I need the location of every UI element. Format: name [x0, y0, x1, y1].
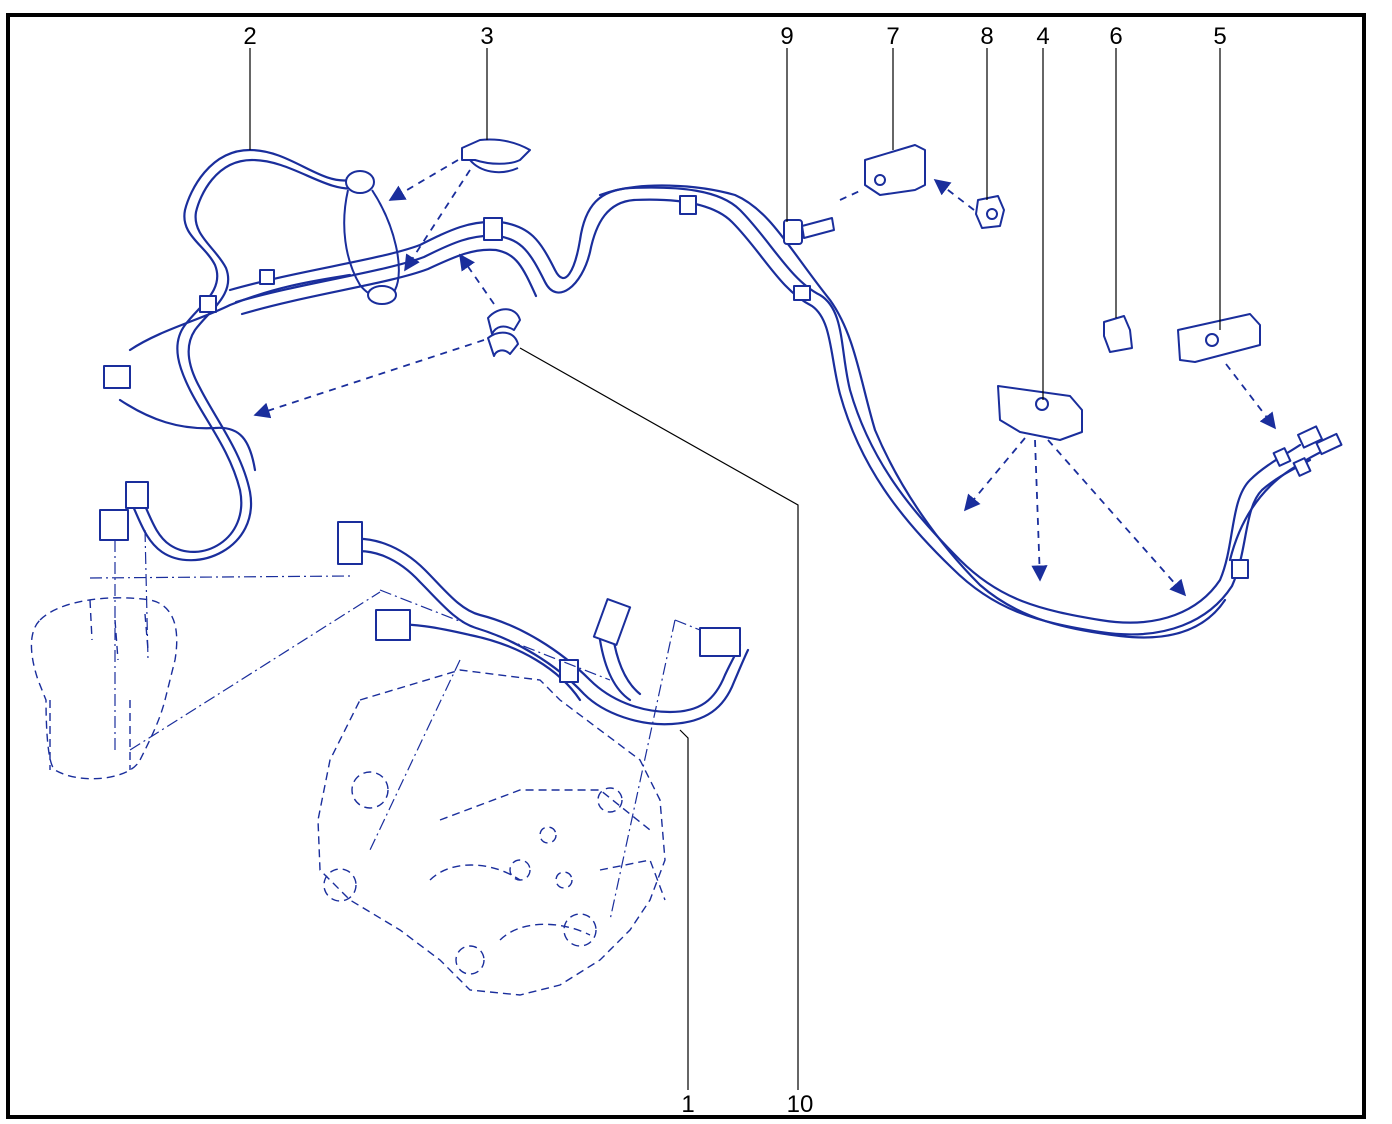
pipe-2-clip — [103, 365, 131, 389]
pipe-1-end-d — [592, 598, 632, 646]
callout-1: 1 — [681, 1091, 694, 1118]
pipe-end-connectors — [1272, 425, 1343, 477]
injection-pump-phantom — [317, 589, 701, 996]
callout-8: 8 — [980, 23, 993, 50]
callout-6: 6 — [1109, 23, 1122, 50]
callout-labels: 1 2 3 4 5 6 7 8 9 10 — [243, 23, 1226, 1118]
callout-9: 9 — [780, 23, 793, 50]
leader-1 — [679, 729, 689, 1090]
pipe-10-joint-e — [259, 269, 275, 285]
callout-4: 4 — [1036, 23, 1049, 50]
fuel-filter-phantom — [30, 481, 381, 780]
pipe-10-joint-c — [793, 285, 811, 301]
callout-7: 7 — [886, 23, 899, 50]
callout-10: 10 — [787, 1091, 814, 1118]
leader-lines — [249, 48, 1221, 1090]
diagram-frame — [6, 13, 1366, 1119]
filter-union — [343, 170, 400, 305]
part-4-clip — [997, 385, 1083, 441]
pipe-1-clip — [559, 659, 579, 683]
callout-5: 5 — [1213, 23, 1226, 50]
pipe-10-joint-b — [679, 195, 697, 215]
pipe-1-end-a — [337, 521, 363, 565]
pipe-2 — [103, 148, 358, 562]
part-6-clip — [1103, 315, 1133, 353]
part-7-bracket — [864, 144, 926, 196]
assembly-arrows — [253, 159, 1276, 597]
pipe-10-joint-d — [1231, 559, 1249, 579]
part-8-nut — [975, 195, 1005, 229]
pipe-10 — [118, 184, 1337, 639]
filter-inlet-fitting — [125, 481, 149, 509]
callout-3: 3 — [480, 23, 493, 50]
part-10-clip — [487, 308, 521, 357]
leader-10 — [519, 347, 799, 1090]
callout-2: 2 — [243, 23, 256, 50]
pipe-1-end-b — [375, 609, 411, 641]
filter-outlet-fitting — [99, 509, 129, 541]
part-3-clip — [461, 138, 531, 174]
pipe-10-joint-a — [483, 217, 503, 241]
pipe-1-end-c — [699, 627, 741, 657]
part-5-clip — [1177, 313, 1261, 363]
pipe-10-joint-f — [199, 295, 217, 313]
pipe-1 — [337, 521, 750, 726]
part-9-bolt — [783, 217, 835, 245]
